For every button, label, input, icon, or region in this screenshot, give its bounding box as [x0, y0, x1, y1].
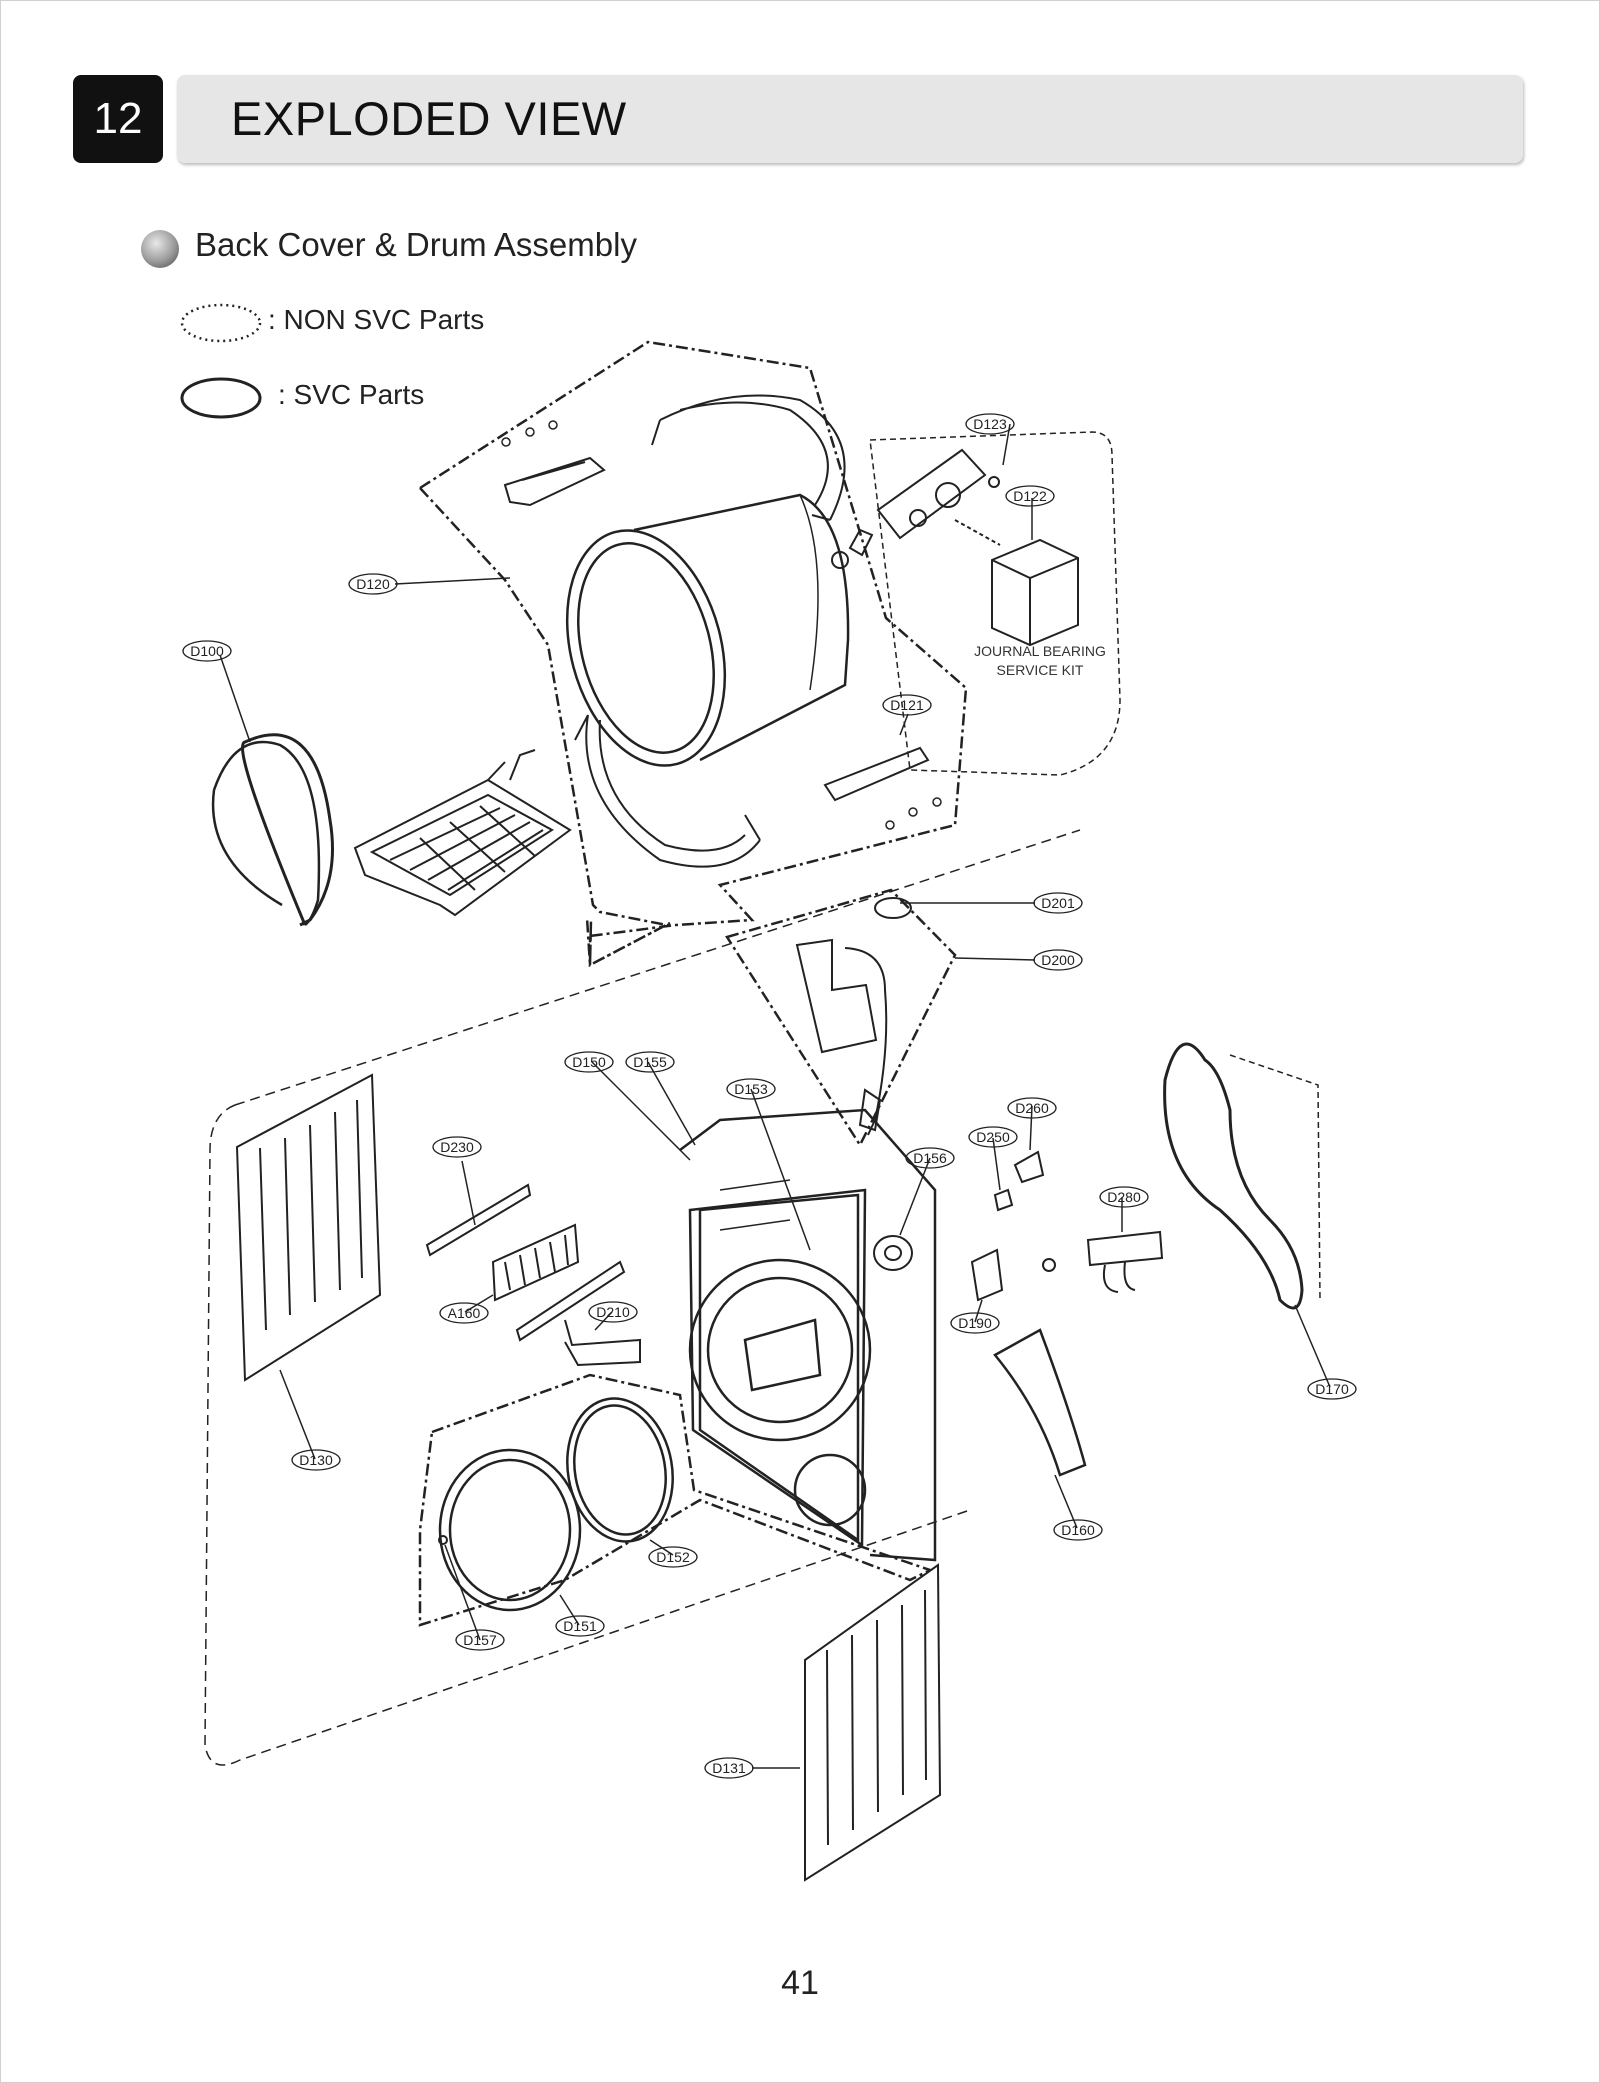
- drum-baffle-upper: [503, 456, 606, 507]
- callout-d160: D160: [1061, 1522, 1095, 1538]
- small-brackets: [970, 1150, 1164, 1302]
- control-region-outline: [725, 888, 957, 1148]
- callout-d250: D250: [976, 1129, 1010, 1145]
- control-module: [795, 897, 912, 1136]
- callout-d157: D157: [463, 1632, 497, 1648]
- motor: [873, 1235, 913, 1271]
- legend-non-svc-label: : NON SVC Parts: [268, 304, 485, 335]
- callout-d122: D122: [1013, 488, 1047, 504]
- lower-region-outline: [418, 1373, 934, 1627]
- callout-d230: D230: [440, 1139, 474, 1155]
- journal-bearing-region: [869, 431, 1121, 776]
- bullet-icon: [141, 230, 179, 268]
- section-subtitle: Back Cover & Drum Assembly: [195, 226, 637, 263]
- duct-gasket: [566, 1397, 674, 1543]
- callout-d150: D150: [572, 1054, 606, 1070]
- front-ring: [438, 1448, 582, 1612]
- callout-d153: D153: [734, 1081, 768, 1097]
- rear-gasket: [1163, 1042, 1304, 1310]
- drum-baffle-screws: [501, 420, 942, 830]
- callout-d151: D151: [563, 1618, 597, 1634]
- rear-bracket: [425, 1183, 532, 1257]
- page-number: 41: [781, 1964, 819, 2002]
- side-panel: [993, 1328, 1087, 1477]
- legend-solid-ellipse: [180, 377, 262, 419]
- callout-d156: D156: [913, 1150, 947, 1166]
- callout-d152: D152: [656, 1549, 690, 1565]
- title-bar: EXPLODED VIEW: [177, 75, 1523, 163]
- page-title: EXPLODED VIEW: [231, 92, 627, 145]
- rear-grille: [491, 1223, 580, 1302]
- kit-note-line2: SERVICE KIT: [997, 662, 1084, 678]
- bearing-bracket: [831, 448, 1001, 569]
- journal-bearing-kit-box: [991, 538, 1079, 647]
- kit-note-line1: JOURNAL BEARING: [974, 643, 1106, 659]
- callout-d260: D260: [1015, 1100, 1049, 1116]
- callout-d210: D210: [596, 1304, 630, 1320]
- callout-d123: D123: [973, 416, 1007, 432]
- legend-dotted-ellipse: [180, 303, 262, 343]
- callout-d190: D190: [958, 1315, 992, 1331]
- back-panel-right: [804, 1563, 942, 1882]
- rivet: [438, 1535, 448, 1545]
- callout-d201: D201: [1041, 895, 1075, 911]
- back-frame: [679, 1108, 937, 1562]
- door-gasket: [241, 733, 334, 927]
- callout-d170: D170: [1315, 1381, 1349, 1397]
- callout-a160: A160: [448, 1305, 481, 1321]
- callout-d121: D121: [890, 697, 924, 713]
- back-panel-left: [235, 1073, 382, 1382]
- drum-region-outline: [419, 340, 968, 968]
- callout-d280: D280: [1107, 1189, 1141, 1205]
- drum: [565, 493, 850, 767]
- callout-d155: D155: [633, 1054, 667, 1070]
- lint-filter-tray: [353, 749, 572, 917]
- callout-d120: D120: [356, 576, 390, 592]
- back-cover-region-outline: [204, 829, 1081, 1766]
- leader-lines: [219, 423, 1331, 1769]
- duct: [564, 1319, 641, 1367]
- rear-bracket-lower: [515, 1260, 626, 1342]
- section-number-badge: 12: [73, 75, 163, 163]
- legend-svc-label: : SVC Parts: [278, 379, 425, 410]
- drum-belt-upper: [651, 394, 846, 521]
- part-callouts: [182, 413, 1357, 1779]
- callout-d131: D131: [712, 1760, 746, 1776]
- callout-d200: D200: [1041, 952, 1075, 968]
- drum-baffle-lower: [823, 746, 930, 802]
- callout-d100: D100: [190, 643, 224, 659]
- callout-d130: D130: [299, 1452, 333, 1468]
- drum-belt-lower: [574, 714, 761, 868]
